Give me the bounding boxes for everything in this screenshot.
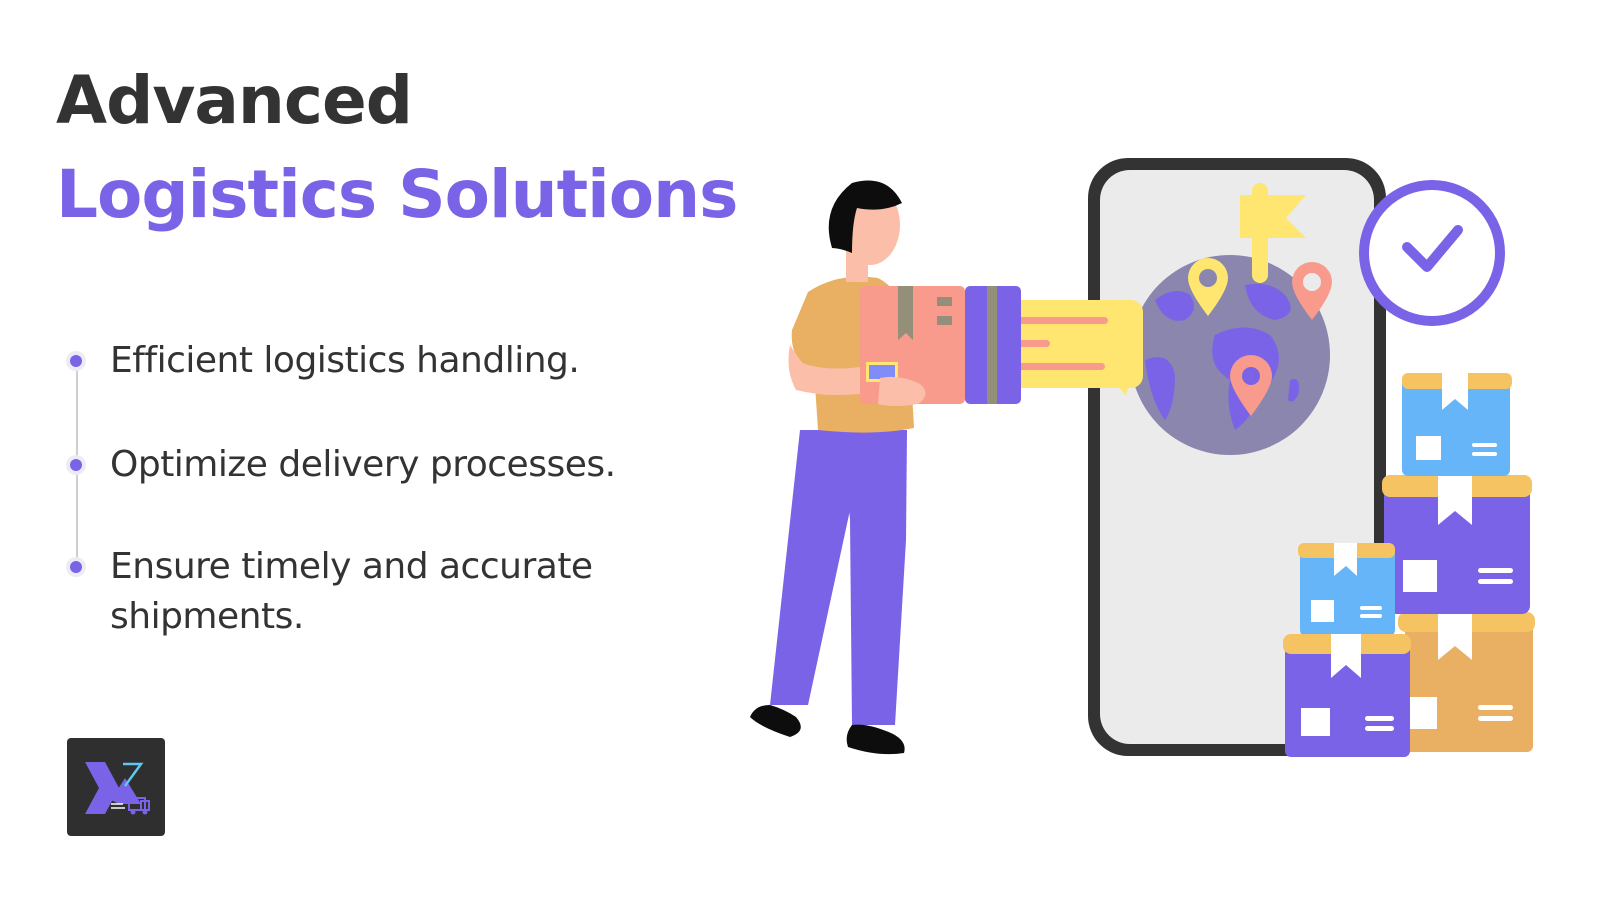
- location-pin-icon: [1292, 262, 1332, 320]
- location-pin-icon: [1230, 355, 1272, 416]
- package-boxes-icon: [1283, 373, 1535, 757]
- chat-bubble-icon: [1010, 300, 1143, 396]
- feature-item: Efficient logistics handling.: [110, 340, 580, 381]
- check-circle-icon: [1359, 180, 1505, 326]
- bullet-icon: [66, 557, 86, 577]
- person-carrying-box-icon: [750, 180, 914, 755]
- feature-item: Ensure timely and accurate shipments.: [110, 546, 593, 637]
- package-box-icon: [860, 286, 1021, 406]
- globe-icon: [1130, 255, 1330, 455]
- bullet-icon: [66, 455, 86, 475]
- feature-item: Optimize delivery processes.: [110, 444, 616, 485]
- title-line-2: Logistics Solutions: [56, 156, 738, 233]
- flag-icon: [1240, 183, 1306, 283]
- title-line-1: Advanced: [56, 62, 413, 139]
- brand-logo: [67, 738, 165, 836]
- location-pin-icon: [1188, 258, 1228, 316]
- bullet-icon: [66, 351, 86, 371]
- x-truck-logo-icon: [85, 762, 150, 815]
